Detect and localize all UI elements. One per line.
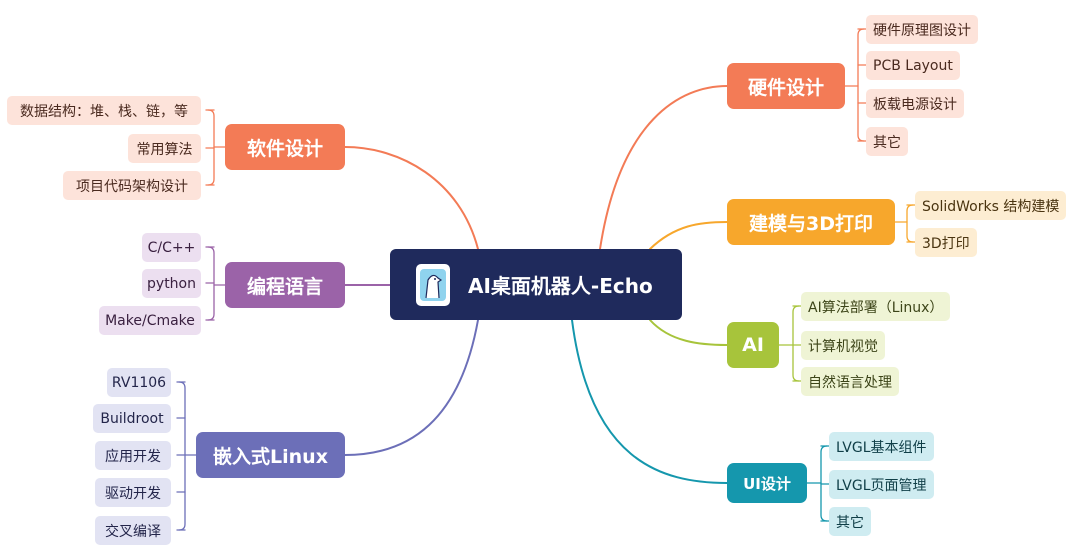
connector-linux — [344, 319, 479, 456]
leaf-software-3[interactable]: 项目代码架构设计 — [63, 171, 201, 200]
leaf-label: PCB Layout — [873, 57, 953, 74]
leaf-language-2[interactable]: python — [142, 269, 201, 298]
leaf-hardware-2[interactable]: PCB Layout — [866, 51, 960, 80]
leaf-software-1[interactable]: 数据结构：堆、栈、链，等 — [7, 96, 201, 125]
branch-modeling[interactable]: 建模与3D打印 — [727, 199, 895, 245]
leaf-software-2[interactable]: 常用算法 — [128, 134, 201, 163]
leaf-label: 应用开发 — [105, 448, 161, 465]
connector-hardware — [599, 85, 728, 250]
leaf-label: SolidWorks 结构建模 — [922, 198, 1060, 215]
leaf-linux-1[interactable]: RV1106 — [107, 368, 171, 397]
leaf-label: 自然语言处理 — [808, 374, 892, 391]
leaf-hardware-3[interactable]: 板载电源设计 — [866, 89, 964, 118]
leaf-modeling-2[interactable]: 3D打印 — [915, 228, 977, 257]
leaf-label: 常用算法 — [136, 141, 193, 158]
bracket-modeling-bracket — [906, 204, 914, 243]
branch-software[interactable]: 软件设计 — [225, 124, 345, 170]
leaf-label: 数据结构：堆、栈、链，等 — [20, 103, 188, 120]
connector-software — [344, 146, 479, 250]
leaf-label: C/C++ — [147, 239, 196, 256]
robot-logo-icon — [416, 263, 450, 306]
leaf-hardware-1[interactable]: 硬件原理图设计 — [866, 15, 978, 44]
leaf-ai-1[interactable]: AI算法部署（Linux） — [801, 292, 951, 321]
leaf-label: 交叉编译 — [105, 523, 161, 540]
leaf-language-3[interactable]: Make/Cmake — [99, 306, 201, 335]
leaf-label: LVGL基本组件 — [836, 439, 927, 456]
connector-ui — [571, 319, 728, 484]
connector-ai — [649, 319, 728, 346]
leaf-label: 3D打印 — [922, 235, 970, 252]
leaf-ui-1[interactable]: LVGL基本组件 — [829, 432, 934, 461]
leaf-linux-2[interactable]: Buildroot — [93, 404, 171, 433]
leaf-linux-3[interactable]: 应用开发 — [95, 441, 171, 470]
branch-hardware[interactable]: 硬件设计 — [727, 63, 845, 109]
branch-ui[interactable]: UI设计 — [727, 463, 807, 503]
leaf-label: LVGL页面管理 — [836, 477, 927, 494]
branch-label: 硬件设计 — [747, 76, 824, 99]
leaf-label: 板载电源设计 — [873, 96, 957, 113]
leaf-label: Make/Cmake — [105, 312, 195, 329]
root-node[interactable]: AI桌面机器人-Echo — [390, 249, 682, 320]
branch-label: AI — [742, 334, 764, 356]
branch-label: 软件设计 — [246, 137, 323, 160]
branch-label: 建模与3D打印 — [749, 212, 873, 235]
leaf-label: python — [147, 275, 196, 292]
connector-modeling — [649, 221, 728, 250]
branch-linux[interactable]: 嵌入式Linux — [196, 432, 345, 478]
leaf-hardware-4[interactable]: 其它 — [866, 127, 908, 156]
leaf-linux-4[interactable]: 驱动开发 — [95, 478, 171, 507]
leaf-ai-2[interactable]: 计算机视觉 — [801, 331, 885, 360]
branch-language[interactable]: 编程语言 — [225, 262, 345, 308]
leaf-label: 其它 — [836, 514, 864, 531]
leaf-label: 驱动开发 — [105, 485, 161, 502]
leaf-language-1[interactable]: C/C++ — [142, 233, 201, 262]
leaf-label: RV1106 — [111, 374, 167, 391]
leaf-ui-3[interactable]: 其它 — [829, 507, 871, 536]
leaf-ui-2[interactable]: LVGL页面管理 — [829, 470, 934, 499]
leaf-label: AI算法部署（Linux） — [808, 299, 944, 316]
leaf-label: 计算机视觉 — [808, 338, 878, 355]
leaf-label: 硬件原理图设计 — [873, 22, 971, 39]
leaf-ai-3[interactable]: 自然语言处理 — [801, 367, 899, 396]
root-title: AI桌面机器人-Echo — [468, 274, 653, 298]
bracket-hardware-bracket — [857, 28, 865, 142]
branch-label: UI设计 — [743, 474, 791, 493]
branch-ai[interactable]: AI — [727, 322, 779, 368]
bracket-linux-bracket — [178, 381, 186, 531]
branch-label: 编程语言 — [246, 275, 323, 298]
bracket-ai-bracket — [792, 305, 800, 382]
leaf-modeling-1[interactable]: SolidWorks 结构建模 — [915, 191, 1067, 220]
leaf-label: 其它 — [873, 134, 901, 151]
leaf-label: 项目代码架构设计 — [76, 178, 188, 195]
branch-label: 嵌入式Linux — [213, 445, 328, 468]
leaf-label: Buildroot — [100, 410, 164, 427]
leaf-linux-5[interactable]: 交叉编译 — [95, 516, 171, 545]
